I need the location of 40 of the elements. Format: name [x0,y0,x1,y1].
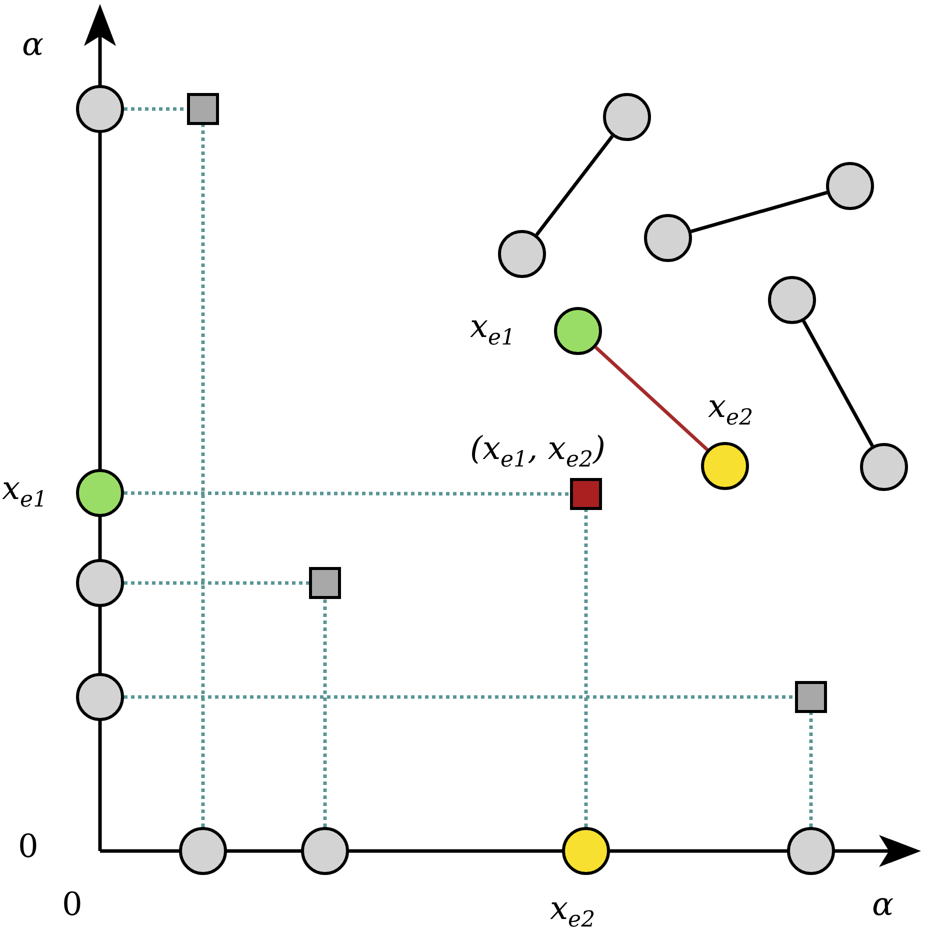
math-label: x$_{e1}$ [470,310,516,350]
circle-node [826,162,874,210]
dotted-line [124,695,795,699]
axis-label: 0 [18,830,38,862]
math-label: x$_{e2}$ [708,390,754,430]
math-label: x$_{e2}$ [550,892,596,932]
axis-label: 0 [62,888,82,920]
connector-line [690,190,828,234]
square-node [795,681,827,713]
circle-node [860,443,908,491]
dotted-line [584,510,588,827]
connector-line [802,320,874,447]
circle-node [76,469,124,517]
circle-node [76,673,124,721]
dotted-line [809,713,813,827]
circle-node [787,827,835,875]
dotted-line [201,125,205,827]
connector-line [535,134,614,236]
square-node [570,478,602,510]
dotted-line [323,599,327,827]
square-node [187,93,219,125]
circle-node [644,214,692,262]
circle-node [179,827,227,875]
circle-node [301,827,349,875]
circle-node [701,442,749,490]
math-label: x$_{e1}$ [2,472,48,512]
axis-label: α [22,28,44,60]
connector-line [594,346,708,452]
axis-label: α [872,888,894,920]
circle-node [76,85,124,133]
circle-node [554,307,602,355]
dotted-line [124,491,570,496]
circle-node [498,230,546,278]
circle-node [562,827,610,875]
math-label: (x$_{e1}$, x$_{e2}$) [470,432,606,472]
square-node [309,567,341,599]
circle-node [76,559,124,607]
circle-node [603,93,651,141]
dotted-line [124,581,309,585]
circle-node [768,276,816,324]
